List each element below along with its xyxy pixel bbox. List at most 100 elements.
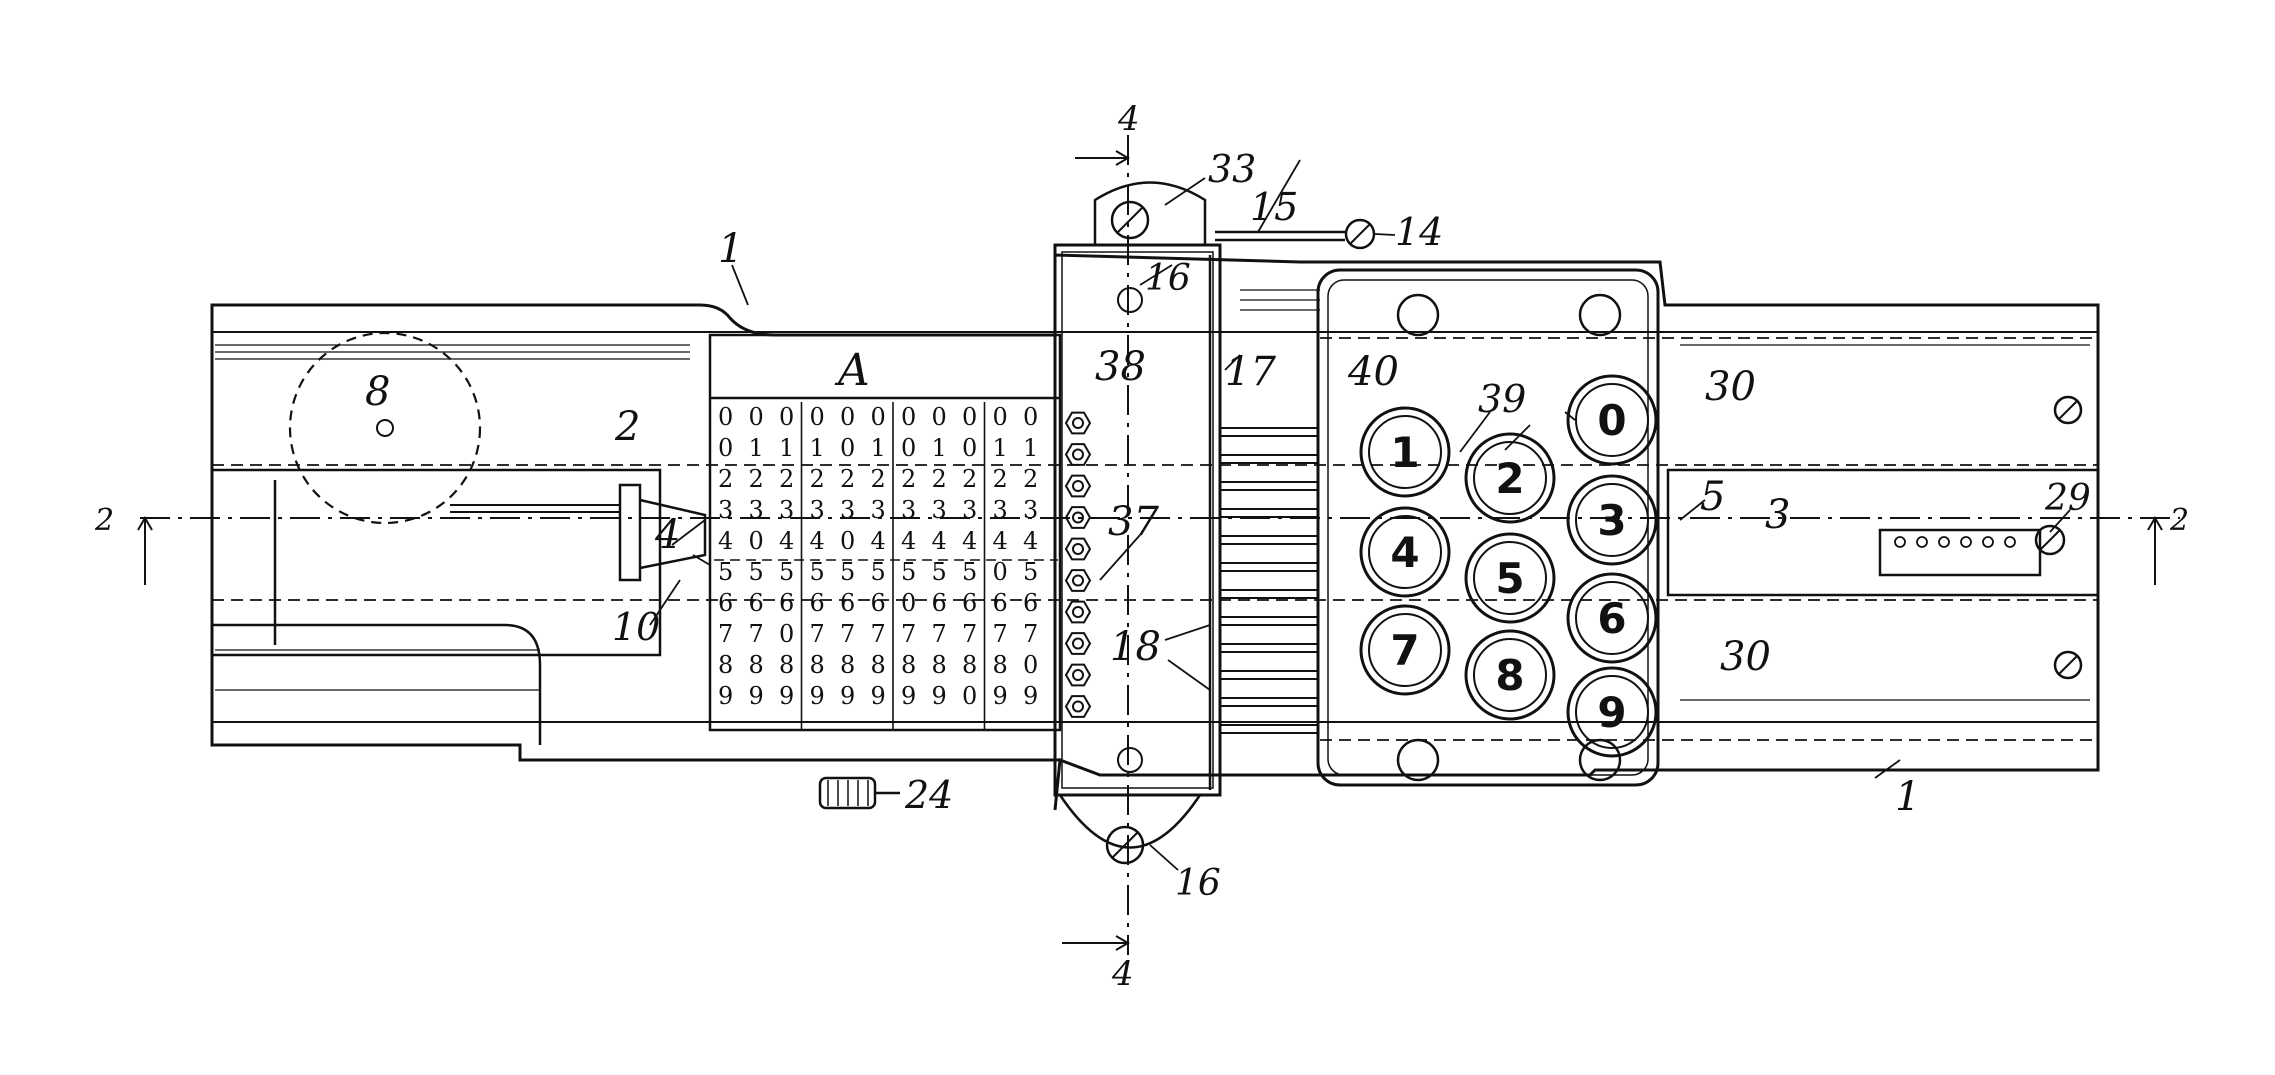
grid-digit: 0 [749, 527, 764, 555]
grid-digit: 6 [871, 589, 886, 617]
grid-digit: 8 [749, 651, 764, 679]
section-lines [137, 135, 2180, 955]
nut [1064, 600, 1092, 624]
grid-digit: 4 [901, 527, 916, 555]
grid-digit: 0 [779, 403, 794, 431]
grid-digit: 4 [810, 527, 825, 555]
grid-digit: 5 [749, 558, 764, 586]
key-label: 7 [1390, 626, 1419, 675]
grid-digit: 8 [810, 651, 825, 679]
grid-digit: 8 [779, 651, 794, 679]
grid-digit: 5 [718, 558, 733, 586]
grid-digit: 9 [779, 682, 794, 710]
grid-digit: 0 [718, 403, 733, 431]
bar-15 [1215, 218, 1376, 250]
grid-digit: 7 [749, 620, 764, 648]
grid-digit: 9 [1023, 682, 1038, 710]
key-label: 5 [1495, 554, 1524, 603]
label-bar: 15 [1250, 185, 1298, 229]
pin-hole [2004, 536, 2016, 548]
grid-digit: 9 [871, 682, 886, 710]
nut [1064, 443, 1092, 466]
key-5: 5 [1464, 532, 1556, 624]
cable [450, 504, 620, 513]
grid-digit: 0 [993, 403, 1008, 431]
grid-digit: 7 [901, 620, 916, 648]
key-9: 9 [1566, 666, 1658, 758]
grid-digit: 5 [1023, 558, 1038, 586]
grid-digit: 0 [840, 434, 855, 462]
key-label: 9 [1597, 688, 1626, 737]
nut [1064, 663, 1092, 687]
slide-3 [1666, 468, 2100, 597]
grid-digit: 1 [749, 434, 764, 462]
grid-digit: 3 [871, 496, 886, 524]
key-6: 6 [1566, 572, 1658, 664]
shading-hatch [215, 289, 2090, 701]
grid-digit: 0 [962, 403, 977, 431]
grid-digit: 7 [840, 620, 855, 648]
grid-digit: 7 [810, 620, 825, 648]
label-pin: 29 [2044, 478, 2091, 519]
grid-digit: 7 [932, 620, 947, 648]
label-spring: 5 [1700, 474, 1725, 520]
label-wheel: 8 [365, 369, 390, 415]
key-label: 4 [1390, 528, 1419, 577]
grid-digit: 7 [871, 620, 886, 648]
grid-digit: 3 [932, 496, 947, 524]
grid-digit: 9 [749, 682, 764, 710]
key-8: 8 [1464, 629, 1556, 721]
grid-digit: 7 [718, 620, 733, 648]
grid-digit: 0 [901, 403, 916, 431]
screws-right [2053, 395, 2083, 680]
grid-digit: 6 [810, 589, 825, 617]
key-3: 3 [1566, 474, 1658, 566]
grid-digit: 7 [993, 620, 1008, 648]
grid-digit: 7 [1023, 620, 1038, 648]
grid-digit: 4 [718, 527, 733, 555]
cover-33 [1093, 181, 1207, 245]
nut [1064, 474, 1092, 498]
leader-lines [649, 159, 2071, 871]
pin-hole [1894, 536, 1906, 548]
label-screw: 14 [1395, 210, 1443, 254]
grid-digit: 1 [810, 434, 825, 462]
dashed-lines [212, 337, 2098, 741]
grid-digit: 8 [993, 651, 1008, 679]
key-label: 8 [1495, 651, 1524, 700]
grid-digit: 4 [962, 527, 977, 555]
grid-digit: 0 [718, 434, 733, 462]
grid-digit: 2 [871, 465, 886, 493]
label-cover: 33 [1208, 147, 1256, 191]
nut [1064, 632, 1092, 655]
grid-digit: 5 [810, 558, 825, 586]
rods-18 [1220, 427, 1318, 734]
pin-holes [1894, 536, 2016, 548]
grid-digit: 0 [840, 403, 855, 431]
grid-digit: 3 [840, 496, 855, 524]
grid-digit: 2 [779, 465, 794, 493]
grid-digit: 3 [1023, 496, 1038, 524]
grid-digit: 3 [749, 496, 764, 524]
grid-digit: 0 [901, 589, 916, 617]
label-slot: 2 [614, 404, 640, 450]
grid-digit: 7 [962, 620, 977, 648]
grid-digit: 6 [962, 589, 977, 617]
reference-labels: 4 4 2 2 1 1 2 3 4 5 8 10 14 15 16 16 17 … [94, 99, 2189, 994]
grid-digit: 3 [962, 496, 977, 524]
grid-digit: 2 [901, 465, 916, 493]
grid-digit: 1 [932, 434, 947, 462]
pin-hole [1938, 536, 1950, 548]
label-section-left: 2 [94, 503, 114, 538]
grid-digit: 4 [871, 527, 886, 555]
label-rail-top: 30 [1705, 364, 1756, 410]
label-tape: A [834, 345, 870, 396]
grid-digit: 4 [1023, 527, 1038, 555]
grid-digit: 0 [1023, 403, 1038, 431]
grid-digit: 5 [962, 558, 977, 586]
key-label: 1 [1390, 428, 1419, 477]
label-link-bottom: 16 [1175, 863, 1221, 904]
